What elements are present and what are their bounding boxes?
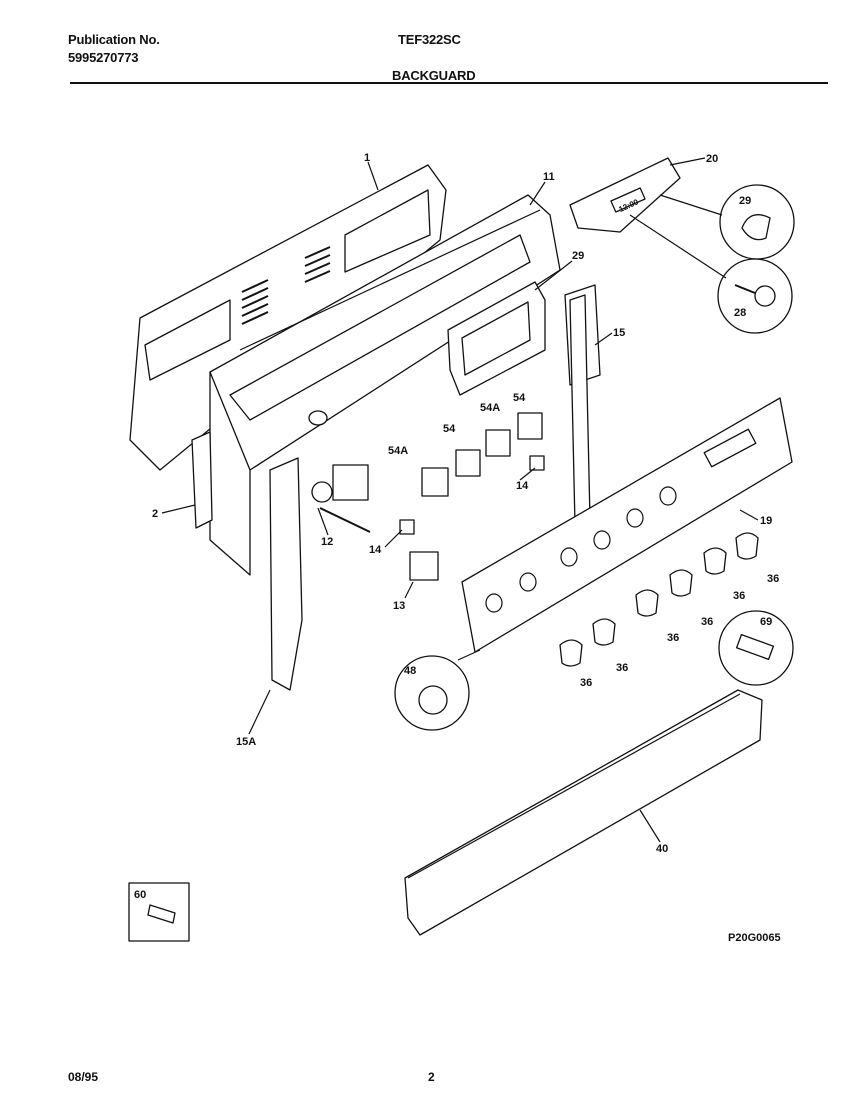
page-number: 2 <box>428 1070 435 1084</box>
detail-69 <box>718 610 794 686</box>
callout-48: 48 <box>404 665 416 677</box>
callout-36-f: 36 <box>580 677 592 689</box>
side-bracket-right <box>564 284 601 526</box>
callout-36-c: 36 <box>701 616 713 628</box>
callout-54A-upper: 54A <box>480 402 500 414</box>
screw-box-60 <box>128 882 190 942</box>
control-panel <box>461 397 793 653</box>
callout-36-d: 36 <box>667 632 679 644</box>
callout-54-upper: 54 <box>513 392 526 404</box>
callout-29-detail: 29 <box>739 195 751 207</box>
detail-29 <box>719 184 795 260</box>
callout-12: 12 <box>321 536 333 548</box>
callout-20: 20 <box>706 153 718 165</box>
side-bracket-far-left <box>191 431 213 529</box>
callout-60: 60 <box>134 889 146 901</box>
callout-labels: 1 11 20 29 29 28 15 2 19 54 54A 54 54A 1… <box>134 152 781 944</box>
publication-label: Publication No. <box>68 32 160 47</box>
clock-bracket <box>447 281 546 396</box>
callout-69: 69 <box>760 616 772 628</box>
switch-13 <box>409 551 439 581</box>
switch-54-lower <box>455 449 481 477</box>
callout-54-lower: 54 <box>443 423 456 435</box>
publication-number: 5995270773 <box>68 50 139 65</box>
callout-14-left: 14 <box>369 544 382 556</box>
thermostat-12 <box>311 464 371 533</box>
callout-28: 28 <box>734 307 746 319</box>
lamp-14-left <box>399 519 415 535</box>
model-number: TEF322SC <box>398 32 461 47</box>
knob-group <box>559 532 759 667</box>
detail-48 <box>394 655 470 731</box>
lower-trim <box>404 689 763 936</box>
switch-54A-lower <box>421 467 449 497</box>
footer-date: 08/95 <box>68 1070 98 1084</box>
header-rule <box>70 82 828 84</box>
leader-lines <box>161 157 759 843</box>
rear-panel <box>129 164 447 471</box>
detail-28 <box>717 258 793 334</box>
callout-14-right: 14 <box>516 480 529 492</box>
callout-36-b: 36 <box>733 590 745 602</box>
callout-1: 1 <box>364 152 370 164</box>
clock-timer: 12:00 <box>569 157 681 233</box>
callout-11: 11 <box>543 171 555 183</box>
callout-13: 13 <box>393 600 405 612</box>
callout-15: 15 <box>613 327 625 339</box>
callout-2: 2 <box>152 508 158 520</box>
backguard-housing <box>209 194 561 576</box>
callout-54A-lower: 54A <box>388 445 408 457</box>
callout-15A: 15A <box>236 736 256 748</box>
lamp-14-right <box>529 455 545 471</box>
diagram-code: P20G0065 <box>728 932 781 944</box>
callout-36-a: 36 <box>767 573 779 585</box>
callout-29: 29 <box>572 250 584 262</box>
side-bracket-left <box>269 457 303 691</box>
switch-54-upper <box>517 412 543 440</box>
callout-40: 40 <box>656 843 668 855</box>
switch-54A-upper <box>485 429 511 457</box>
section-title: BACKGUARD <box>392 68 476 83</box>
callout-19: 19 <box>760 515 772 527</box>
callout-36-e: 36 <box>616 662 628 674</box>
